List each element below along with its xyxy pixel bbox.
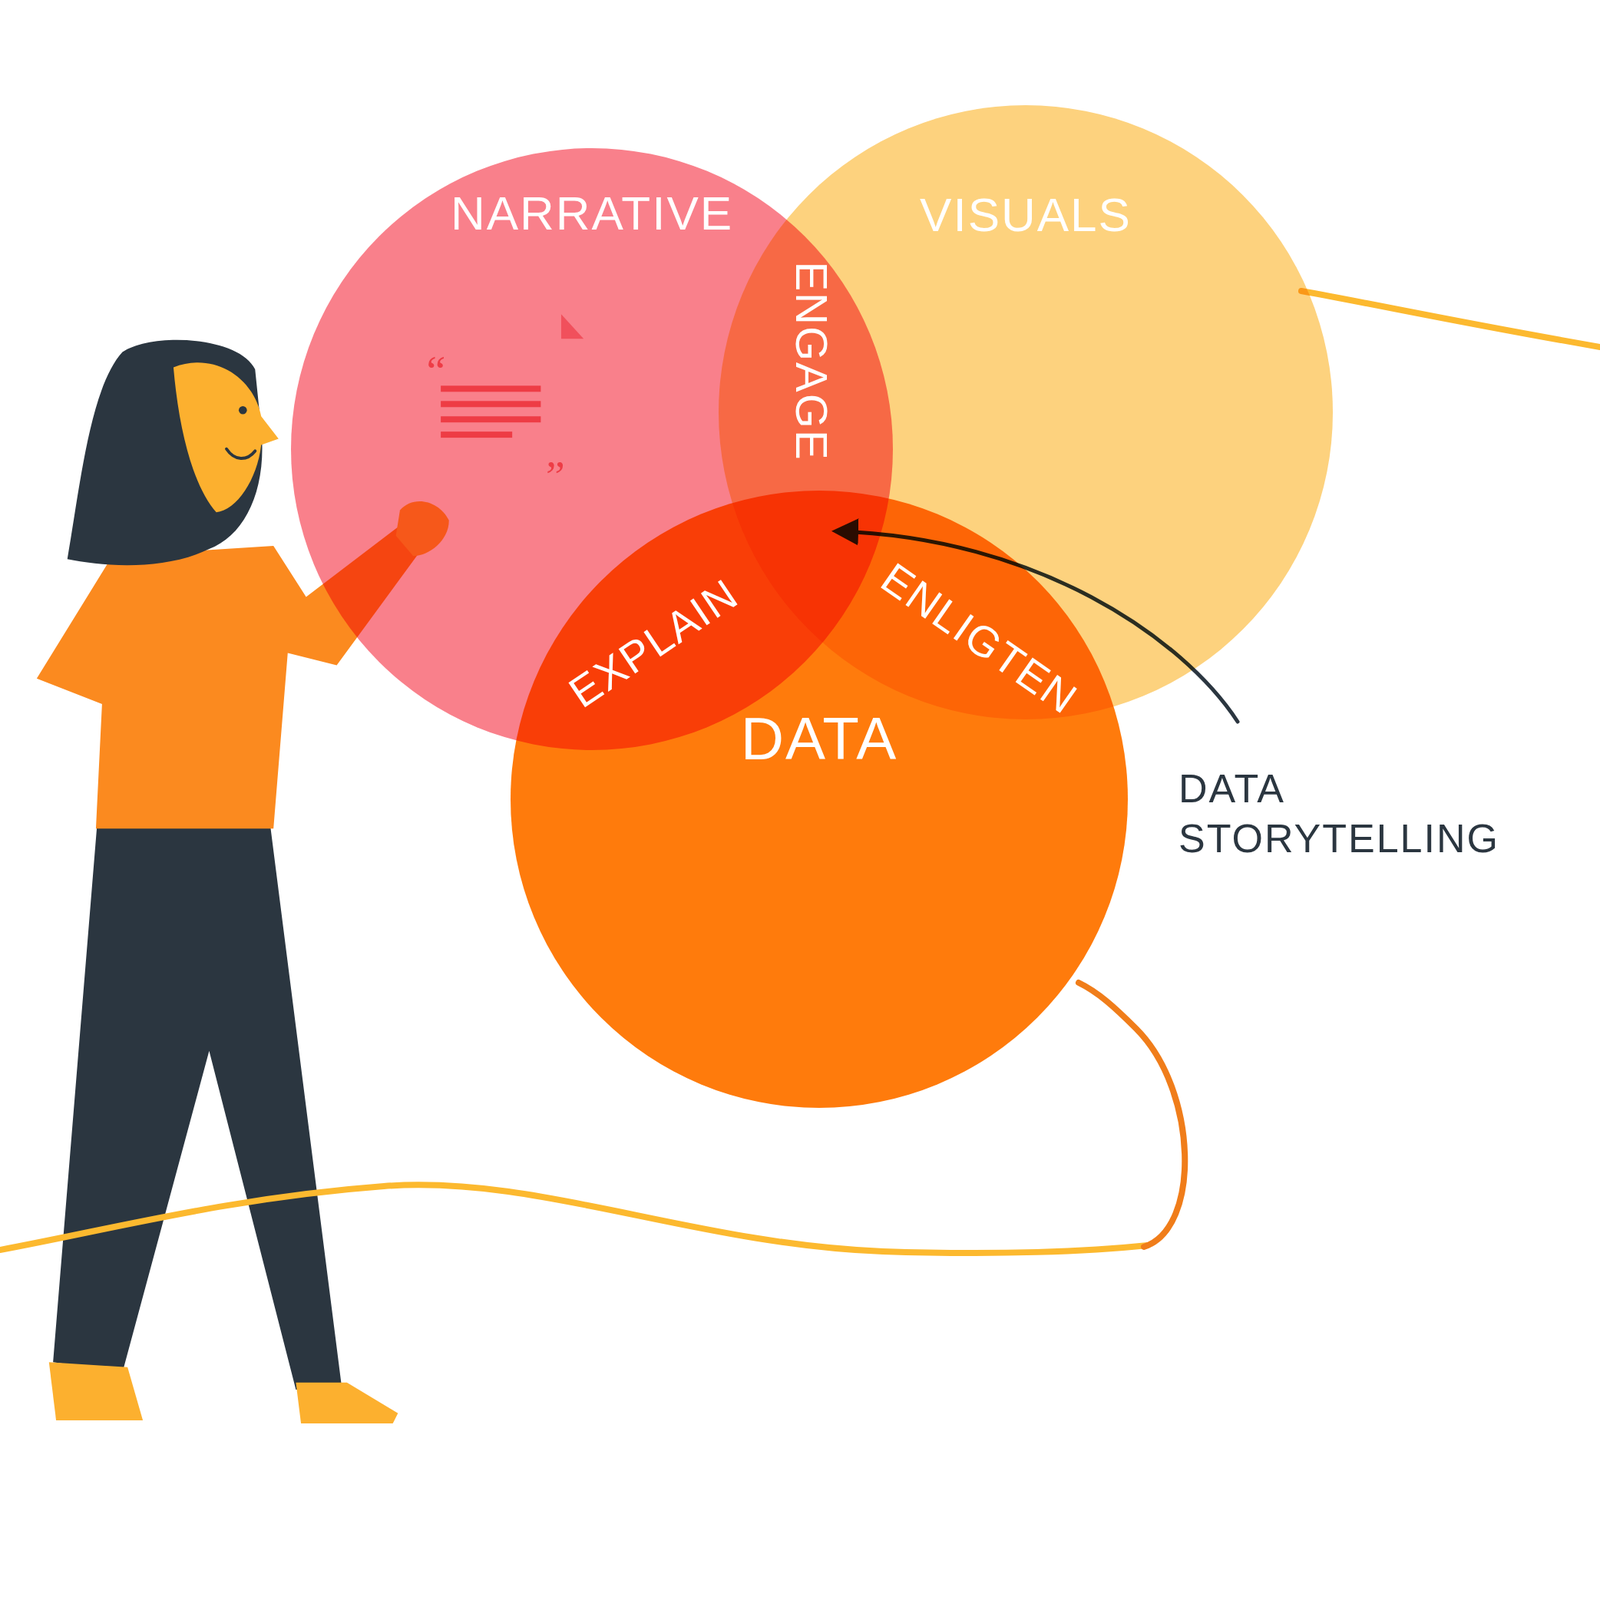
wavy-line: [1078, 982, 1185, 1247]
intersection-label: ENGAGE: [785, 261, 837, 461]
circle-outline: [510, 490, 1128, 1108]
circle-fill: [510, 490, 1128, 1108]
circle-title: DATA: [510, 704, 1128, 774]
wavy-line: [0, 1184, 1148, 1253]
circle-title: VISUALS: [718, 187, 1333, 242]
venn-circle: DATA: [510, 490, 1128, 1108]
wavy-line: [1301, 290, 1600, 348]
callout-label: DATA STORYTELLING: [1178, 763, 1578, 864]
